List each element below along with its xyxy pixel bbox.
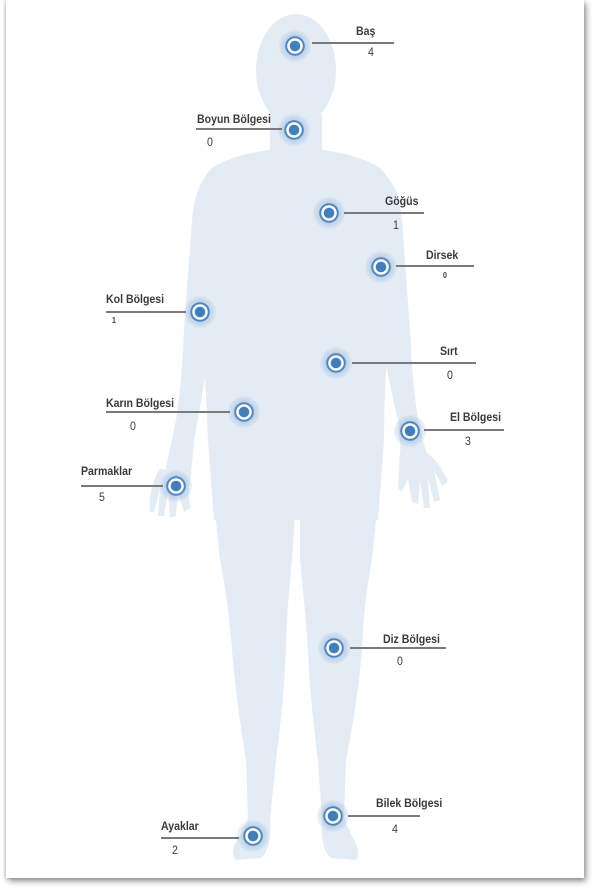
- value-kol: 1: [112, 316, 116, 325]
- leader-line-ayak: [161, 837, 239, 839]
- marker-bas[interactable]: [279, 30, 311, 62]
- marker-diz[interactable]: [318, 632, 350, 664]
- value-parmak: 5: [99, 490, 105, 504]
- label-gogus: Göğüs: [385, 194, 418, 208]
- marker-boyun[interactable]: [278, 114, 310, 146]
- leader-line-dirsek: [396, 265, 474, 267]
- value-dirsek: 0: [443, 271, 447, 280]
- leader-line-bilek: [348, 815, 420, 817]
- marker-ayak[interactable]: [237, 820, 269, 852]
- marker-dirsek[interactable]: [365, 251, 397, 283]
- value-el: 3: [465, 434, 471, 448]
- leader-line-kol: [106, 311, 186, 313]
- marker-el[interactable]: [394, 415, 426, 447]
- marker-kol[interactable]: [184, 296, 216, 328]
- leader-line-parmak: [81, 485, 163, 487]
- value-bilek: 4: [392, 822, 398, 836]
- leader-line-karin: [106, 411, 230, 413]
- label-el: El Bölgesi: [450, 410, 501, 424]
- label-diz: Diz Bölgesi: [383, 632, 440, 646]
- marker-bilek[interactable]: [317, 800, 349, 832]
- leader-line-gogus: [344, 212, 424, 214]
- leader-line-sirt: [352, 362, 476, 364]
- leader-line-bas: [312, 42, 394, 44]
- value-boyun: 0: [207, 135, 213, 149]
- label-sirt: Sırt: [440, 344, 458, 358]
- label-parmak: Parmaklar: [81, 464, 132, 478]
- leader-line-boyun: [196, 128, 282, 130]
- label-bilek: Bilek Bölgesi: [376, 796, 442, 810]
- value-diz: 0: [397, 654, 403, 668]
- label-dirsek: Dirsek: [426, 248, 458, 262]
- value-karin: 0: [130, 419, 136, 433]
- label-boyun: Boyun Bölgesi: [197, 112, 271, 126]
- leader-line-el: [424, 429, 504, 431]
- label-karin: Karın Bölgesi: [106, 396, 174, 410]
- label-bas: Baş: [356, 24, 375, 38]
- value-ayak: 2: [172, 843, 178, 857]
- marker-sirt[interactable]: [320, 347, 352, 379]
- label-kol: Kol Bölgesi: [106, 292, 164, 306]
- marker-gogus[interactable]: [313, 197, 345, 229]
- marker-parmak[interactable]: [160, 470, 192, 502]
- value-sirt: 0: [447, 368, 453, 382]
- value-bas: 4: [368, 45, 374, 59]
- marker-karin[interactable]: [228, 396, 260, 428]
- label-ayak: Ayaklar: [161, 819, 199, 833]
- value-gogus: 1: [393, 218, 399, 232]
- leader-line-diz: [350, 647, 446, 649]
